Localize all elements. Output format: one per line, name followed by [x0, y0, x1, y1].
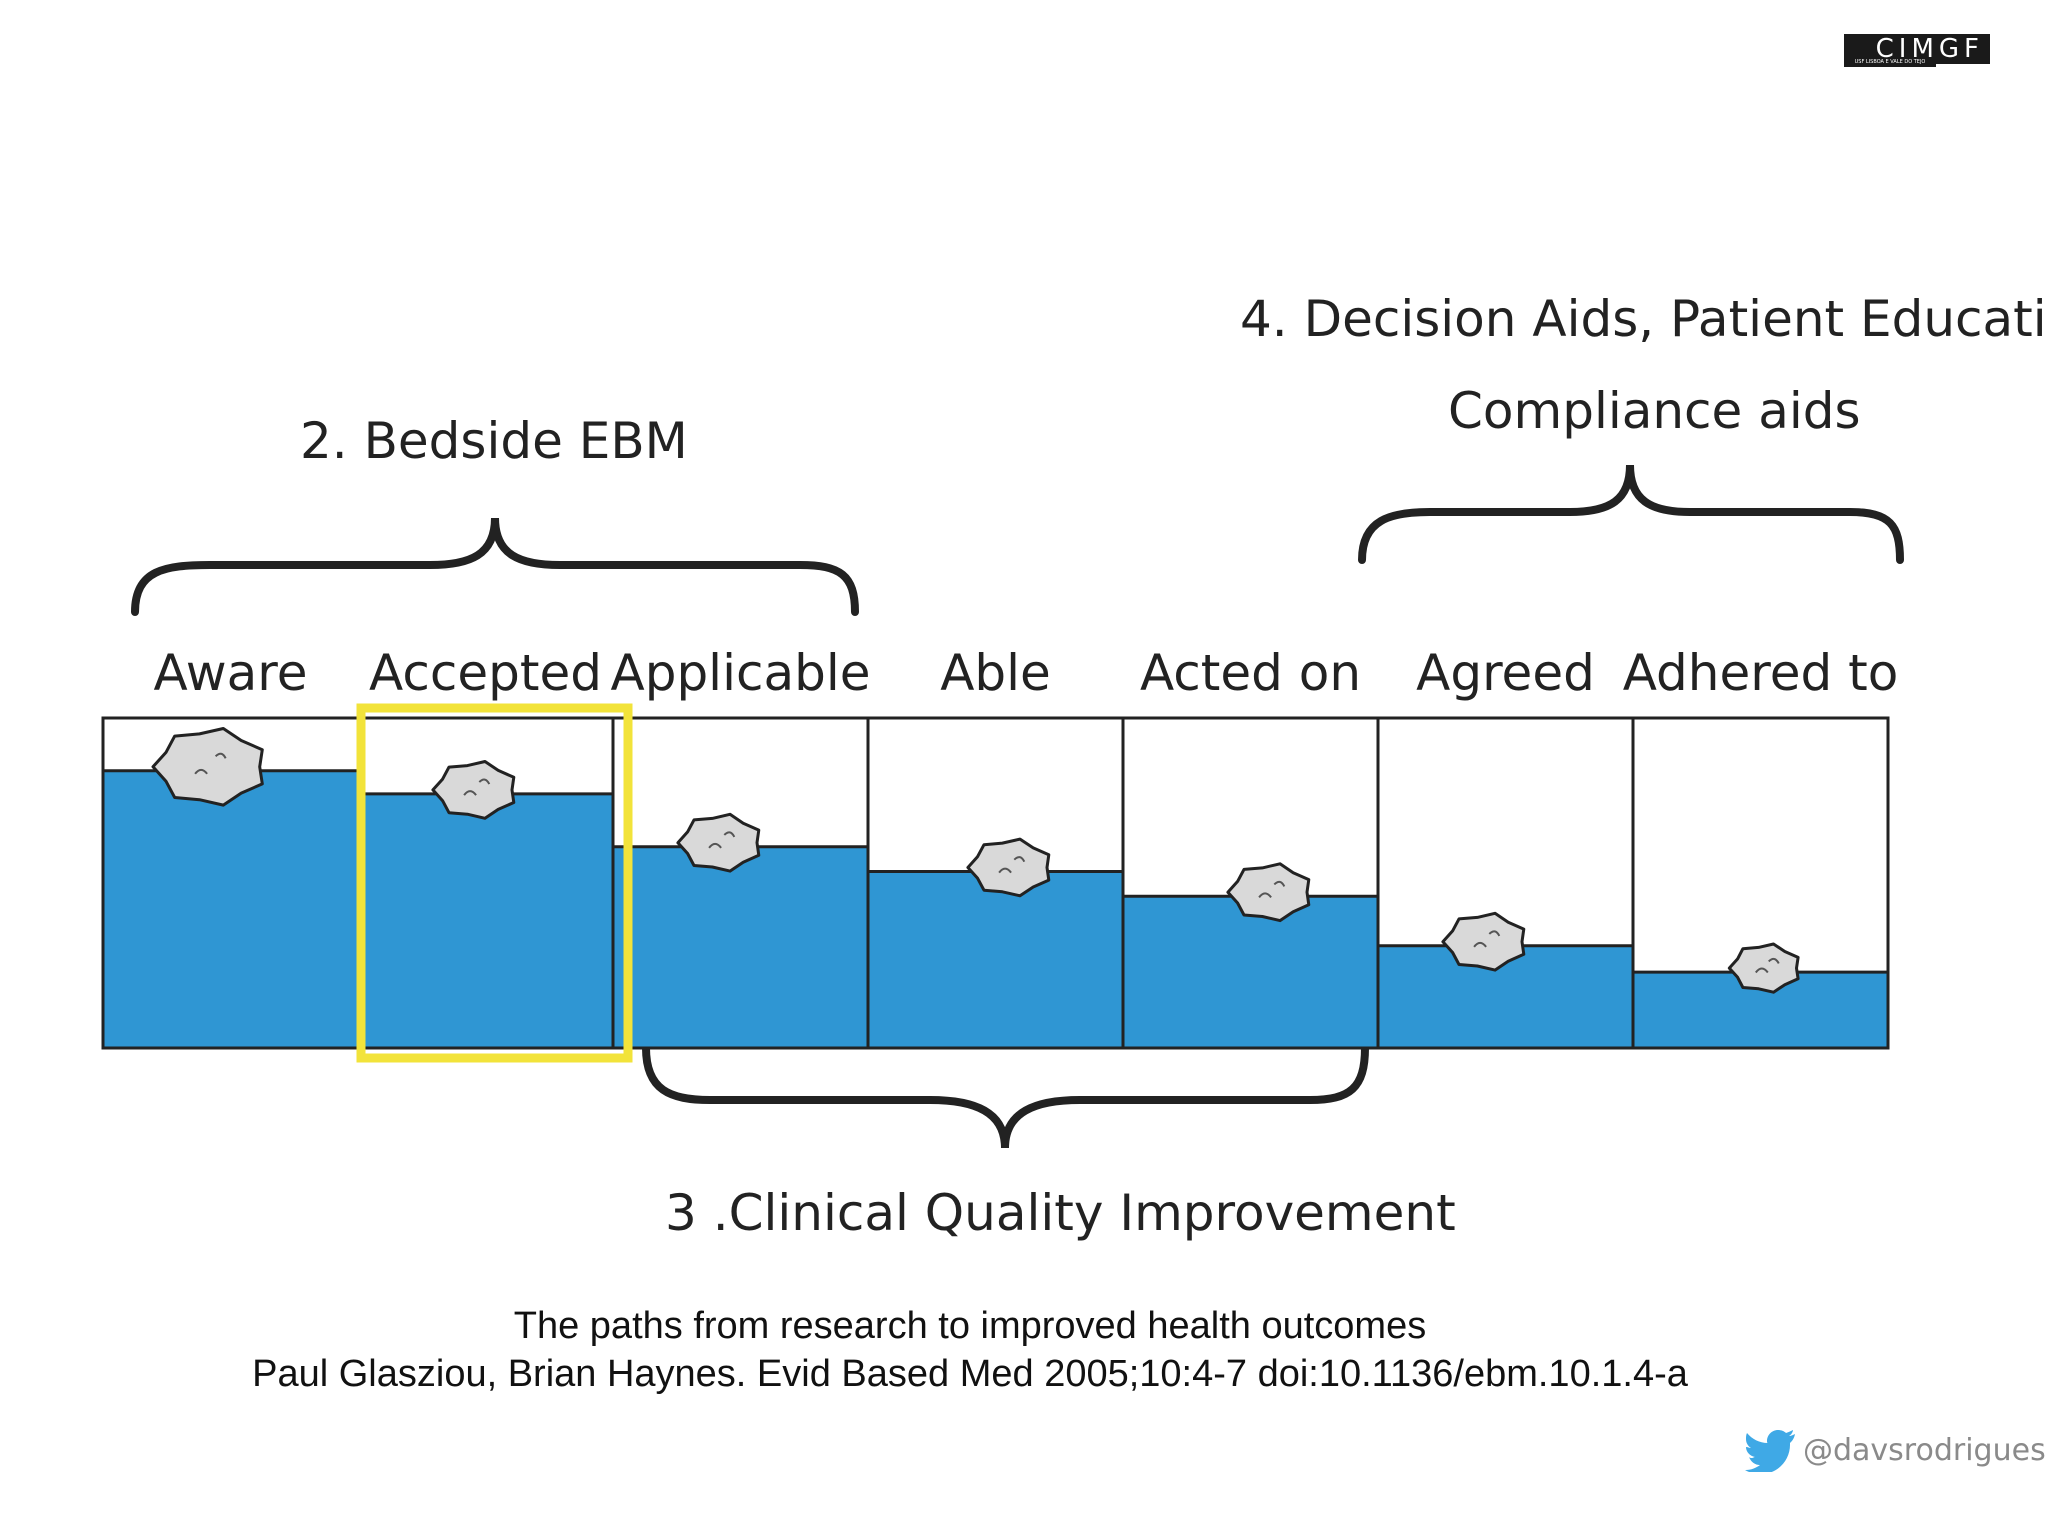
water-level-aware — [104, 770, 357, 1047]
handle-text: @davsrodrigues — [1803, 1432, 2046, 1468]
caption-citation: Paul Glasziou, Brian Haynes. Evid Based … — [252, 1353, 1688, 1395]
highlight-box-accepted — [356, 703, 633, 1063]
stage-label-acted-on: Acted on — [1140, 644, 1361, 702]
logo-tagline: USF LISBOA E VALE DO TEJO — [1844, 58, 1936, 67]
rock-aware — [151, 727, 264, 807]
water-level-applicable — [614, 846, 867, 1047]
stage-label-able: Able — [940, 644, 1051, 702]
rock-agreed — [1441, 911, 1526, 972]
stage-label-accepted: Accepted — [369, 644, 602, 702]
caption-title: The paths from research to improved heal… — [513, 1305, 1427, 1347]
decision-aids-brace — [1358, 464, 1904, 564]
water-level-accepted — [359, 793, 612, 1047]
clinical-quality-label: 3 .Clinical Quality Improvement — [665, 1184, 1456, 1242]
twitter-bird-icon — [1745, 1430, 1795, 1472]
bedside-brace — [131, 517, 859, 616]
water-level-acted-on — [1124, 896, 1377, 1047]
stage-label-aware: Aware — [154, 644, 308, 702]
compliance-aids-label: Compliance aids — [1448, 382, 1861, 440]
tank-outline-adhered-to — [1631, 716, 1890, 1050]
rock-able — [966, 837, 1051, 898]
bedside-ebm-label: 2. Bedside EBM — [300, 412, 688, 470]
stage-label-adhered-to: Adhered to — [1623, 644, 1899, 702]
rock-acted-on — [1226, 862, 1311, 923]
rock-adhered-to — [1727, 942, 1800, 994]
decision-aids-label: 4. Decision Aids, Patient Education, — [1240, 290, 2048, 348]
water-level-able — [869, 871, 1122, 1047]
rock-accepted — [431, 760, 516, 820]
research-pipeline-diagram: 2. Bedside EBM 4. Decision Aids, Patient… — [101, 290, 2048, 1242]
stage-label-applicable: Applicable — [611, 644, 871, 702]
stage-label-agreed: Agreed — [1416, 644, 1595, 702]
rock-applicable — [676, 812, 761, 873]
quality-brace — [642, 1044, 1369, 1149]
twitter-handle[interactable]: @davsrodrigues — [1745, 1422, 2046, 1478]
